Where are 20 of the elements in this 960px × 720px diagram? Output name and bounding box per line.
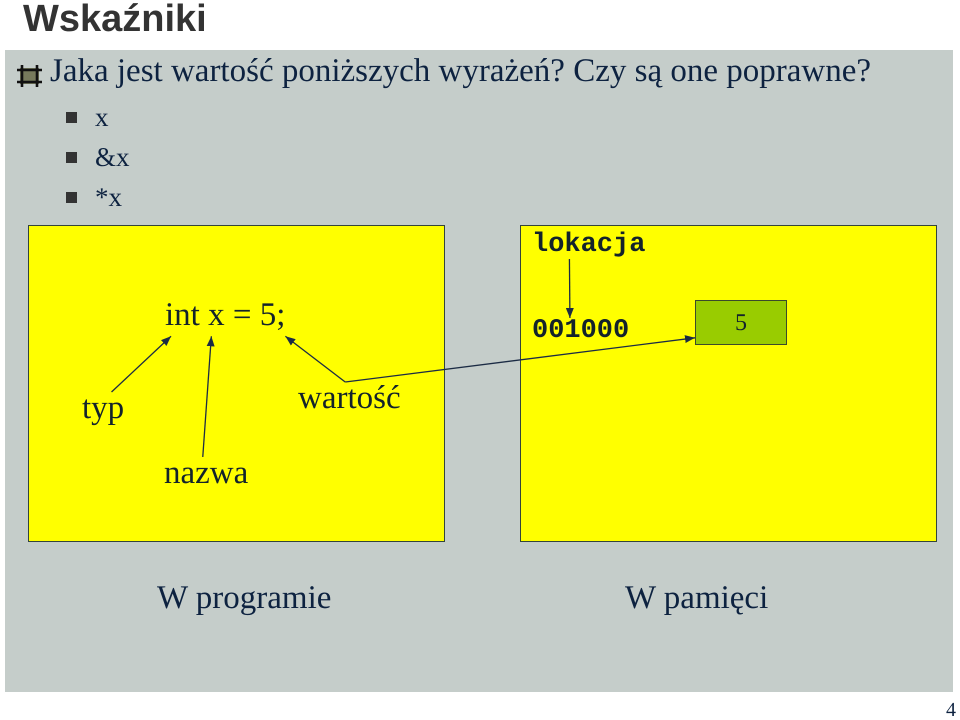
arrow bbox=[202, 336, 215, 458]
arrow bbox=[345, 335, 696, 383]
slide-text: 4 bbox=[946, 700, 956, 720]
arrow bbox=[284, 336, 346, 383]
slide-title: Wskaźniki bbox=[23, 0, 207, 38]
panel-label: W programie bbox=[157, 582, 332, 615]
panel-label: W pamięci bbox=[625, 582, 768, 615]
code-statement: int x = 5; bbox=[165, 295, 286, 336]
annotation-text: lokacja bbox=[532, 232, 646, 259]
arrow bbox=[566, 259, 574, 318]
slide-text: &x bbox=[95, 144, 130, 171]
slide-text: x bbox=[95, 104, 108, 131]
arrow bbox=[111, 336, 172, 392]
annotation-text: nazwa bbox=[164, 457, 248, 490]
annotation-text: typ bbox=[82, 392, 124, 425]
slide-text: *x bbox=[95, 184, 122, 211]
memory-cell: 5 bbox=[695, 300, 787, 345]
memory-address: 001000 bbox=[532, 318, 630, 345]
annotation-text: wartość bbox=[298, 382, 401, 415]
slide-text: Jaka jest wartość poniższych wyrażeń? Czy są one poprawne? bbox=[50, 55, 872, 88]
